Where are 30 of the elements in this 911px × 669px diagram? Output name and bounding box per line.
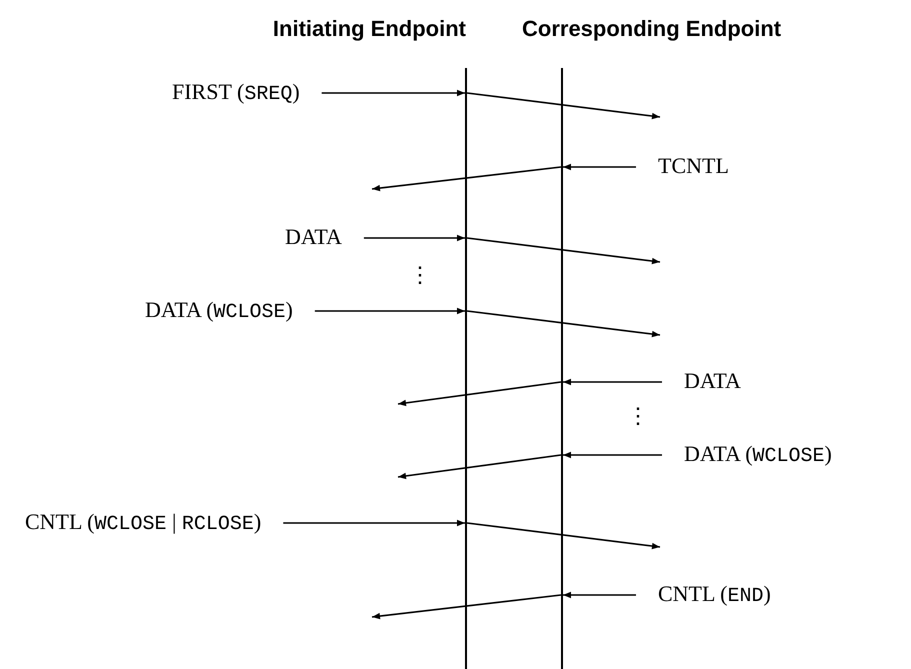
message-arrow — [466, 237, 660, 264]
arrow — [563, 592, 636, 598]
message-arrow — [398, 454, 562, 480]
message-arrow — [466, 310, 660, 338]
arrow — [563, 164, 636, 170]
lifeline-heading: Corresponding Endpoint — [522, 16, 782, 42]
message-label: TCNTL — [636, 153, 729, 179]
message-label: FIRST (SREQ) — [172, 79, 322, 108]
message-label: CNTL (WCLOSE | RCLOSE) — [25, 509, 284, 538]
lifeline — [465, 68, 467, 669]
lifeline-heading: Initiating Endpoint — [272, 16, 466, 42]
message-arrow — [398, 381, 562, 406]
message-label: DATA (WCLOSE) — [662, 441, 832, 470]
arrow — [563, 378, 662, 386]
message-label: DATA — [662, 368, 741, 394]
arrow — [283, 520, 465, 526]
arrow — [314, 308, 465, 314]
lifeline — [561, 68, 563, 669]
message-arrow — [372, 594, 562, 620]
message-label: DATA (WCLOSE) — [145, 297, 315, 326]
ellipsis-dots: ⋮ — [409, 264, 431, 286]
message-arrow — [372, 166, 562, 192]
arrow — [563, 452, 662, 458]
message-label: CNTL (END) — [636, 581, 771, 610]
message-arrow — [466, 92, 660, 120]
message-label: DATA — [285, 224, 364, 250]
ellipsis-dots: ⋮ — [627, 405, 649, 427]
arrow — [322, 90, 465, 96]
message-arrow — [466, 522, 660, 550]
arrow — [364, 234, 465, 242]
